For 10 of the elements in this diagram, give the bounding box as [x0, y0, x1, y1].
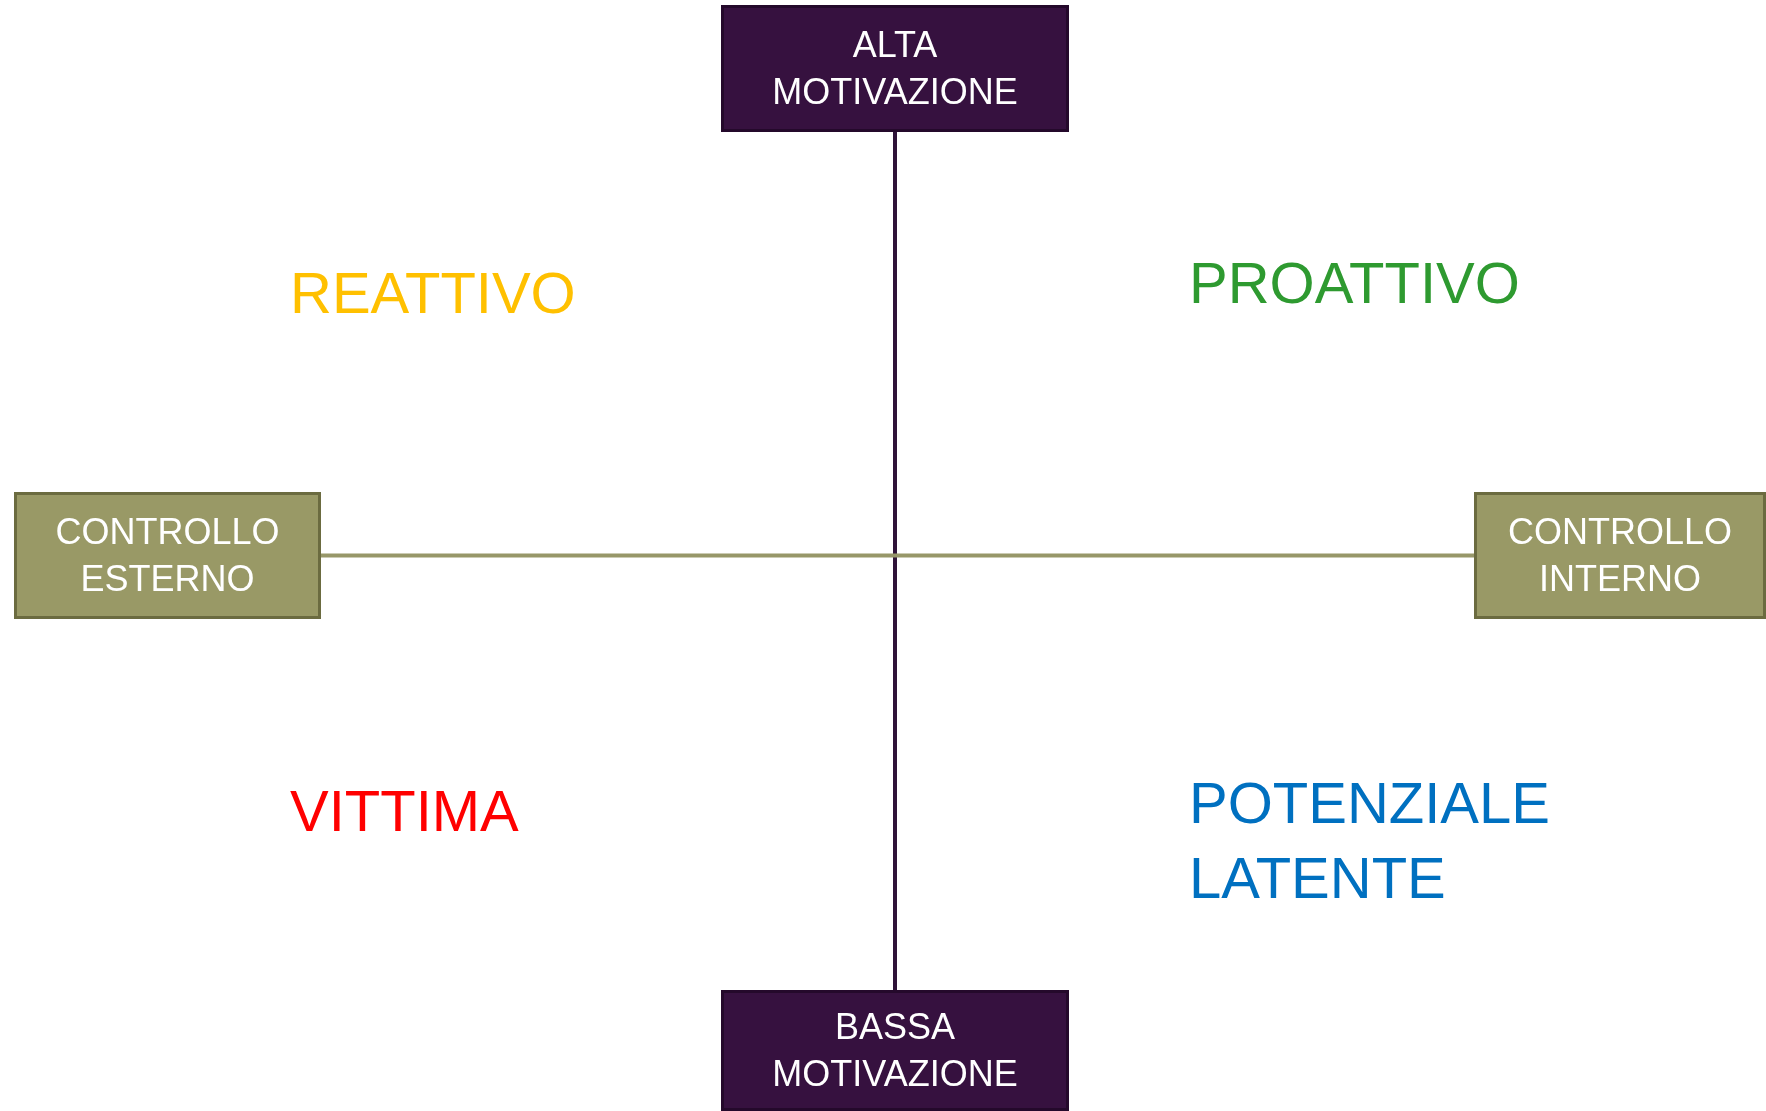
quadrant-label: POTENZIALE LATENTE [1189, 769, 1551, 913]
axis-line [893, 132, 897, 990]
axis-end-box: CONTROLLO ESTERNO [14, 492, 321, 619]
quadrant-label: REATTIVO [290, 259, 577, 327]
quadrant-label: VITTIMA [290, 777, 520, 845]
axis-end-box: BASSA MOTIVAZIONE [721, 990, 1069, 1111]
axis-line [321, 553, 1474, 558]
quadrant-label: PROATTIVO [1189, 249, 1521, 317]
axis-end-box: ALTA MOTIVAZIONE [721, 5, 1069, 132]
axis-end-box: CONTROLLO INTERNO [1474, 492, 1766, 619]
